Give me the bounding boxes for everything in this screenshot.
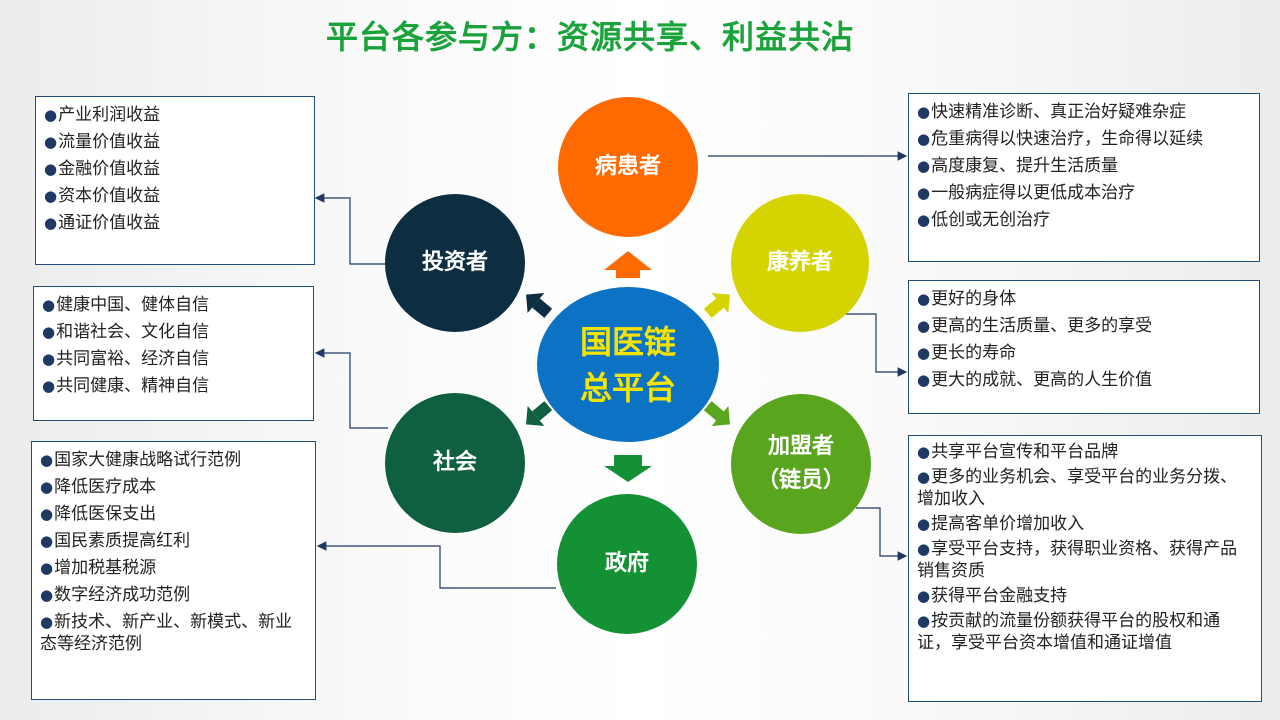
center-platform-node: 国医链 总平台 bbox=[537, 287, 719, 442]
bullet-icon: ● bbox=[917, 130, 931, 148]
list-item: ●降低医保支出 bbox=[40, 504, 157, 524]
arrow-up-patient-stem bbox=[616, 270, 640, 278]
bullet-icon: ● bbox=[40, 532, 54, 550]
bullet-icon: ● bbox=[917, 443, 931, 461]
list-item: ●国家大健康战略试行范例 bbox=[40, 450, 242, 470]
wellness-node: 康养者 bbox=[731, 194, 869, 332]
list-item: ●和谐社会、文化自信 bbox=[42, 322, 210, 342]
investor-node: 投资者 bbox=[385, 194, 525, 332]
bullet-icon: ● bbox=[40, 451, 54, 469]
bullet-icon: ● bbox=[917, 515, 931, 533]
list-item: ●一般病症得以更低成本治疗 bbox=[917, 183, 1136, 203]
list-item: ●享受平台支持，获得职业资格、获得产品销售资质 bbox=[917, 539, 1238, 581]
bullet-icon: ● bbox=[917, 184, 931, 202]
arrow-society bbox=[526, 401, 553, 426]
list-item: ●共同健康、精神自信 bbox=[42, 376, 210, 396]
bullet-icon: ● bbox=[42, 350, 56, 368]
list-item: ●健康中国、健体自信 bbox=[42, 295, 210, 315]
bullet-icon: ● bbox=[40, 478, 54, 496]
list-item: ●数字经济成功范例 bbox=[40, 585, 191, 605]
bullet-icon: ● bbox=[917, 344, 931, 362]
bullet-icon: ● bbox=[917, 468, 931, 486]
list-item: ●资本价值收益 bbox=[44, 186, 161, 206]
franchisee-benefits-box: ●共享平台宣传和平台品牌 ●更多的业务机会、享受平台的业务分拨、增加收入 ●提高… bbox=[908, 435, 1262, 702]
list-item: ●快速精准诊断、真正治好疑难杂症 bbox=[917, 102, 1187, 122]
government-node: 政府 bbox=[557, 494, 697, 634]
bullet-icon: ● bbox=[917, 371, 931, 389]
arrow-down-government bbox=[604, 466, 652, 482]
list-item: ●新技术、新产业、新模式、新业态等经济范例 bbox=[40, 612, 293, 654]
list-item: ●国民素质提高红利 bbox=[40, 531, 191, 551]
list-item: ●危重病得以快速治疗，生命得以延续 bbox=[917, 129, 1204, 149]
connector-government bbox=[316, 541, 556, 589]
bullet-icon: ● bbox=[917, 211, 931, 229]
connector-society bbox=[314, 348, 388, 429]
list-item: ●按贡献的流量份额获得平台的股权和通证，享受平台资本增值和通证增值 bbox=[917, 611, 1221, 653]
bullet-icon: ● bbox=[40, 613, 54, 631]
bullet-icon: ● bbox=[917, 103, 931, 121]
franchisee-line1: 加盟者 bbox=[767, 434, 834, 459]
list-item: ●流量价值收益 bbox=[44, 132, 161, 152]
list-item: ●提高客单价增加收入 bbox=[917, 514, 1085, 534]
list-item: ●获得平台金融支持 bbox=[917, 586, 1068, 606]
list-item: ●共同富裕、经济自信 bbox=[42, 349, 210, 369]
bullet-icon: ● bbox=[917, 612, 931, 630]
list-item: ●共享平台宣传和平台品牌 bbox=[917, 442, 1119, 462]
bullet-icon: ● bbox=[40, 505, 54, 523]
patient-benefits-box: ●快速精准诊断、真正治好疑难杂症 ●危重病得以快速治疗，生命得以延续 ●高度康复… bbox=[908, 93, 1260, 262]
list-item: ●金融价值收益 bbox=[44, 159, 161, 179]
franchisee-line2: （链员） bbox=[756, 468, 845, 493]
wellness-benefits-box: ●更好的身体 ●更高的生活质量、更多的享受 ●更长的寿命 ●更大的成就、更高的人… bbox=[908, 280, 1260, 414]
list-item: ●增加税基税源 bbox=[40, 558, 157, 578]
arrow-franchisee bbox=[703, 401, 730, 426]
list-item: ●通证价值收益 bbox=[44, 213, 161, 233]
connector-investor bbox=[314, 193, 388, 265]
bullet-icon: ● bbox=[917, 290, 931, 308]
franchisee-node: 加盟者 （链员） bbox=[731, 394, 871, 534]
list-item: ●更好的身体 bbox=[917, 289, 1017, 309]
bullet-icon: ● bbox=[44, 133, 58, 151]
list-item: ●产业利润收益 bbox=[44, 105, 161, 125]
government-benefits-box: ●国家大健康战略试行范例 ●降低医疗成本 ●降低医保支出 ●国民素质提高红利 ●… bbox=[31, 441, 316, 700]
arrow-down-government-stem bbox=[614, 455, 642, 466]
list-item: ●更高的生活质量、更多的享受 bbox=[917, 316, 1153, 336]
bullet-icon: ● bbox=[42, 377, 56, 395]
list-item: ●低创或无创治疗 bbox=[917, 210, 1051, 230]
arrow-wellness bbox=[703, 293, 730, 318]
investor-benefits-box: ●产业利润收益 ●流量价值收益 ●金融价值收益 ●资本价值收益 ●通证价值收益 bbox=[35, 96, 315, 265]
arrow-up-patient bbox=[604, 251, 652, 270]
list-item: ●高度康复、提升生活质量 bbox=[917, 156, 1119, 176]
bullet-icon: ● bbox=[44, 187, 58, 205]
bullet-icon: ● bbox=[917, 540, 931, 558]
connector-franchisee bbox=[856, 507, 908, 561]
patient-node: 病患者 bbox=[558, 97, 698, 237]
bullet-icon: ● bbox=[917, 587, 931, 605]
bullet-icon: ● bbox=[44, 106, 58, 124]
bullet-icon: ● bbox=[917, 157, 931, 175]
list-item: ●降低医疗成本 bbox=[40, 477, 157, 497]
bullet-icon: ● bbox=[42, 296, 56, 314]
list-item: ●更大的成就、更高的人生价值 bbox=[917, 370, 1153, 390]
list-item: ●更多的业务机会、享受平台的业务分拨、增加收入 bbox=[917, 467, 1238, 509]
society-node: 社会 bbox=[385, 393, 525, 533]
bullet-icon: ● bbox=[917, 317, 931, 335]
center-line1: 国医链 bbox=[579, 322, 676, 361]
society-benefits-box: ●健康中国、健体自信 ●和谐社会、文化自信 ●共同富裕、经济自信 ●共同健康、精… bbox=[33, 286, 314, 421]
list-item: ●更长的寿命 bbox=[917, 343, 1017, 363]
center-line2: 总平台 bbox=[579, 368, 676, 407]
bullet-icon: ● bbox=[44, 214, 58, 232]
page-title: 平台各参与方：资源共享、利益共沾 bbox=[325, 18, 854, 56]
connector-wellness bbox=[842, 313, 908, 377]
bullet-icon: ● bbox=[40, 559, 54, 577]
bullet-icon: ● bbox=[42, 323, 56, 341]
bullet-icon: ● bbox=[40, 586, 54, 604]
arrow-investor bbox=[526, 293, 553, 318]
bullet-icon: ● bbox=[44, 160, 58, 178]
